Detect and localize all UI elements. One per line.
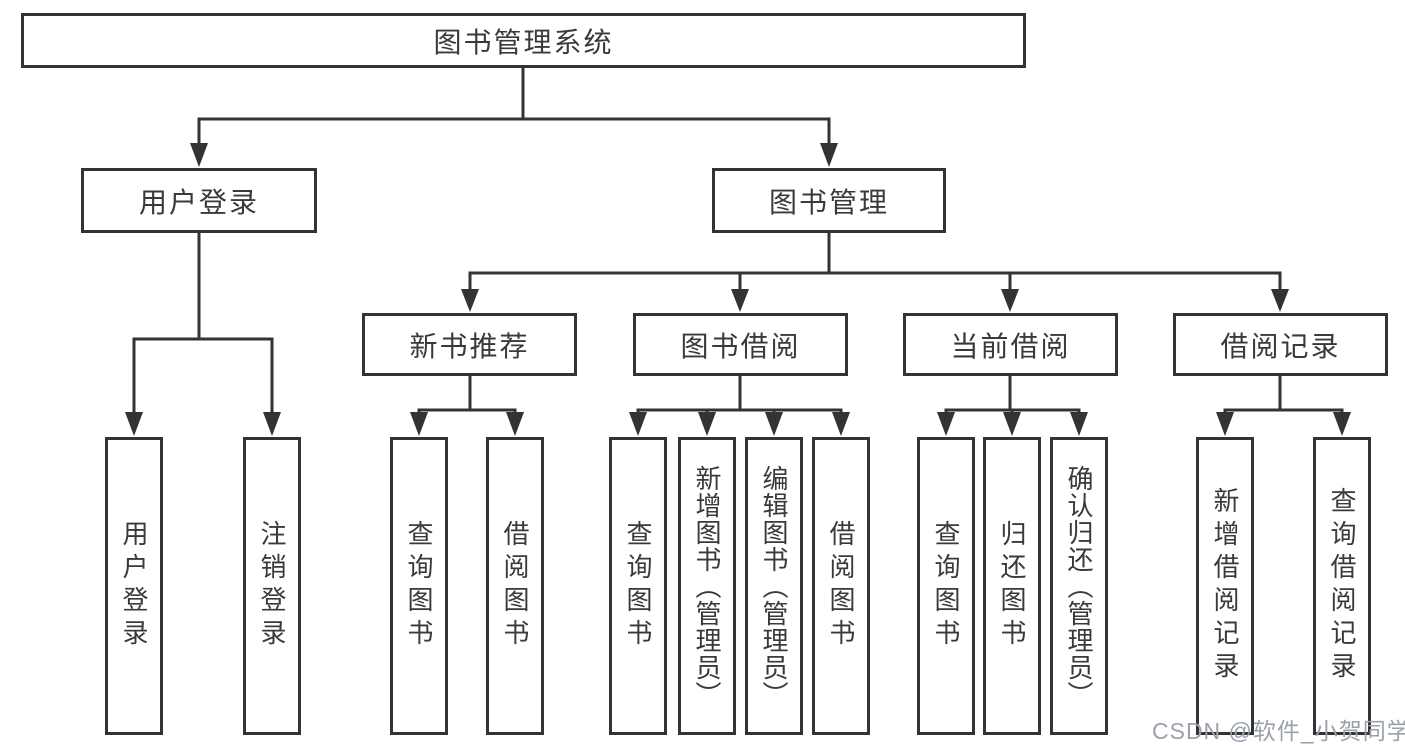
arrow-down-icon <box>1216 412 1234 436</box>
arrow-down-icon <box>820 143 838 167</box>
csdn-watermark: CSDN @软件_小贺同学 <box>1152 718 1405 744</box>
leaf-add-book-admin: 新增图书（管理员） <box>678 437 736 735</box>
arrow-down-icon <box>410 412 428 436</box>
leaf-confirm-return-admin: 确认归还（管理员） <box>1050 437 1108 735</box>
arrow-down-icon <box>629 412 647 436</box>
leaf-query-borrow-record: 查询借阅记录 <box>1313 437 1371 735</box>
leaf-query-books-borrowing: 查询图书 <box>609 437 667 735</box>
arrow-down-icon <box>1070 412 1088 436</box>
node-current-borrowing: 当前借阅 <box>903 313 1118 376</box>
root-node-library-system: 图书管理系统 <box>21 13 1026 68</box>
node-book-management: 图书管理 <box>712 168 946 233</box>
arrow-down-icon <box>765 412 783 436</box>
arrow-down-icon <box>1003 412 1021 436</box>
leaf-borrow-books-recommend: 借阅图书 <box>486 437 544 735</box>
leaf-add-borrow-record: 新增借阅记录 <box>1196 437 1254 735</box>
arrow-down-icon <box>698 412 716 436</box>
arrow-down-icon <box>832 412 850 436</box>
arrow-down-icon <box>1271 289 1289 312</box>
node-book-borrowing: 图书借阅 <box>633 313 848 376</box>
arrow-down-icon <box>263 412 281 436</box>
leaf-return-book: 归还图书 <box>983 437 1041 735</box>
leaf-query-books-current: 查询图书 <box>917 437 975 735</box>
arrow-down-icon <box>506 412 524 436</box>
node-borrowing-records: 借阅记录 <box>1173 313 1388 376</box>
arrow-down-icon <box>125 412 143 436</box>
arrow-down-icon <box>731 289 749 312</box>
node-new-book-recommend: 新书推荐 <box>362 313 577 376</box>
arrow-down-icon <box>1333 412 1351 436</box>
arrow-down-icon <box>190 143 208 167</box>
arrow-down-icon <box>1001 289 1019 312</box>
leaf-borrow-books-borrowing: 借阅图书 <box>812 437 870 735</box>
node-user-login: 用户登录 <box>81 168 317 233</box>
leaf-edit-book-admin: 编辑图书（管理员） <box>745 437 803 735</box>
leaf-query-books-recommend: 查询图书 <box>390 437 448 735</box>
arrow-down-icon <box>937 412 955 436</box>
arrow-down-icon <box>461 289 479 312</box>
leaf-logout: 注销登录 <box>243 437 301 735</box>
connector-arrowheads <box>125 143 1351 436</box>
leaf-user-login: 用户登录 <box>105 437 163 735</box>
